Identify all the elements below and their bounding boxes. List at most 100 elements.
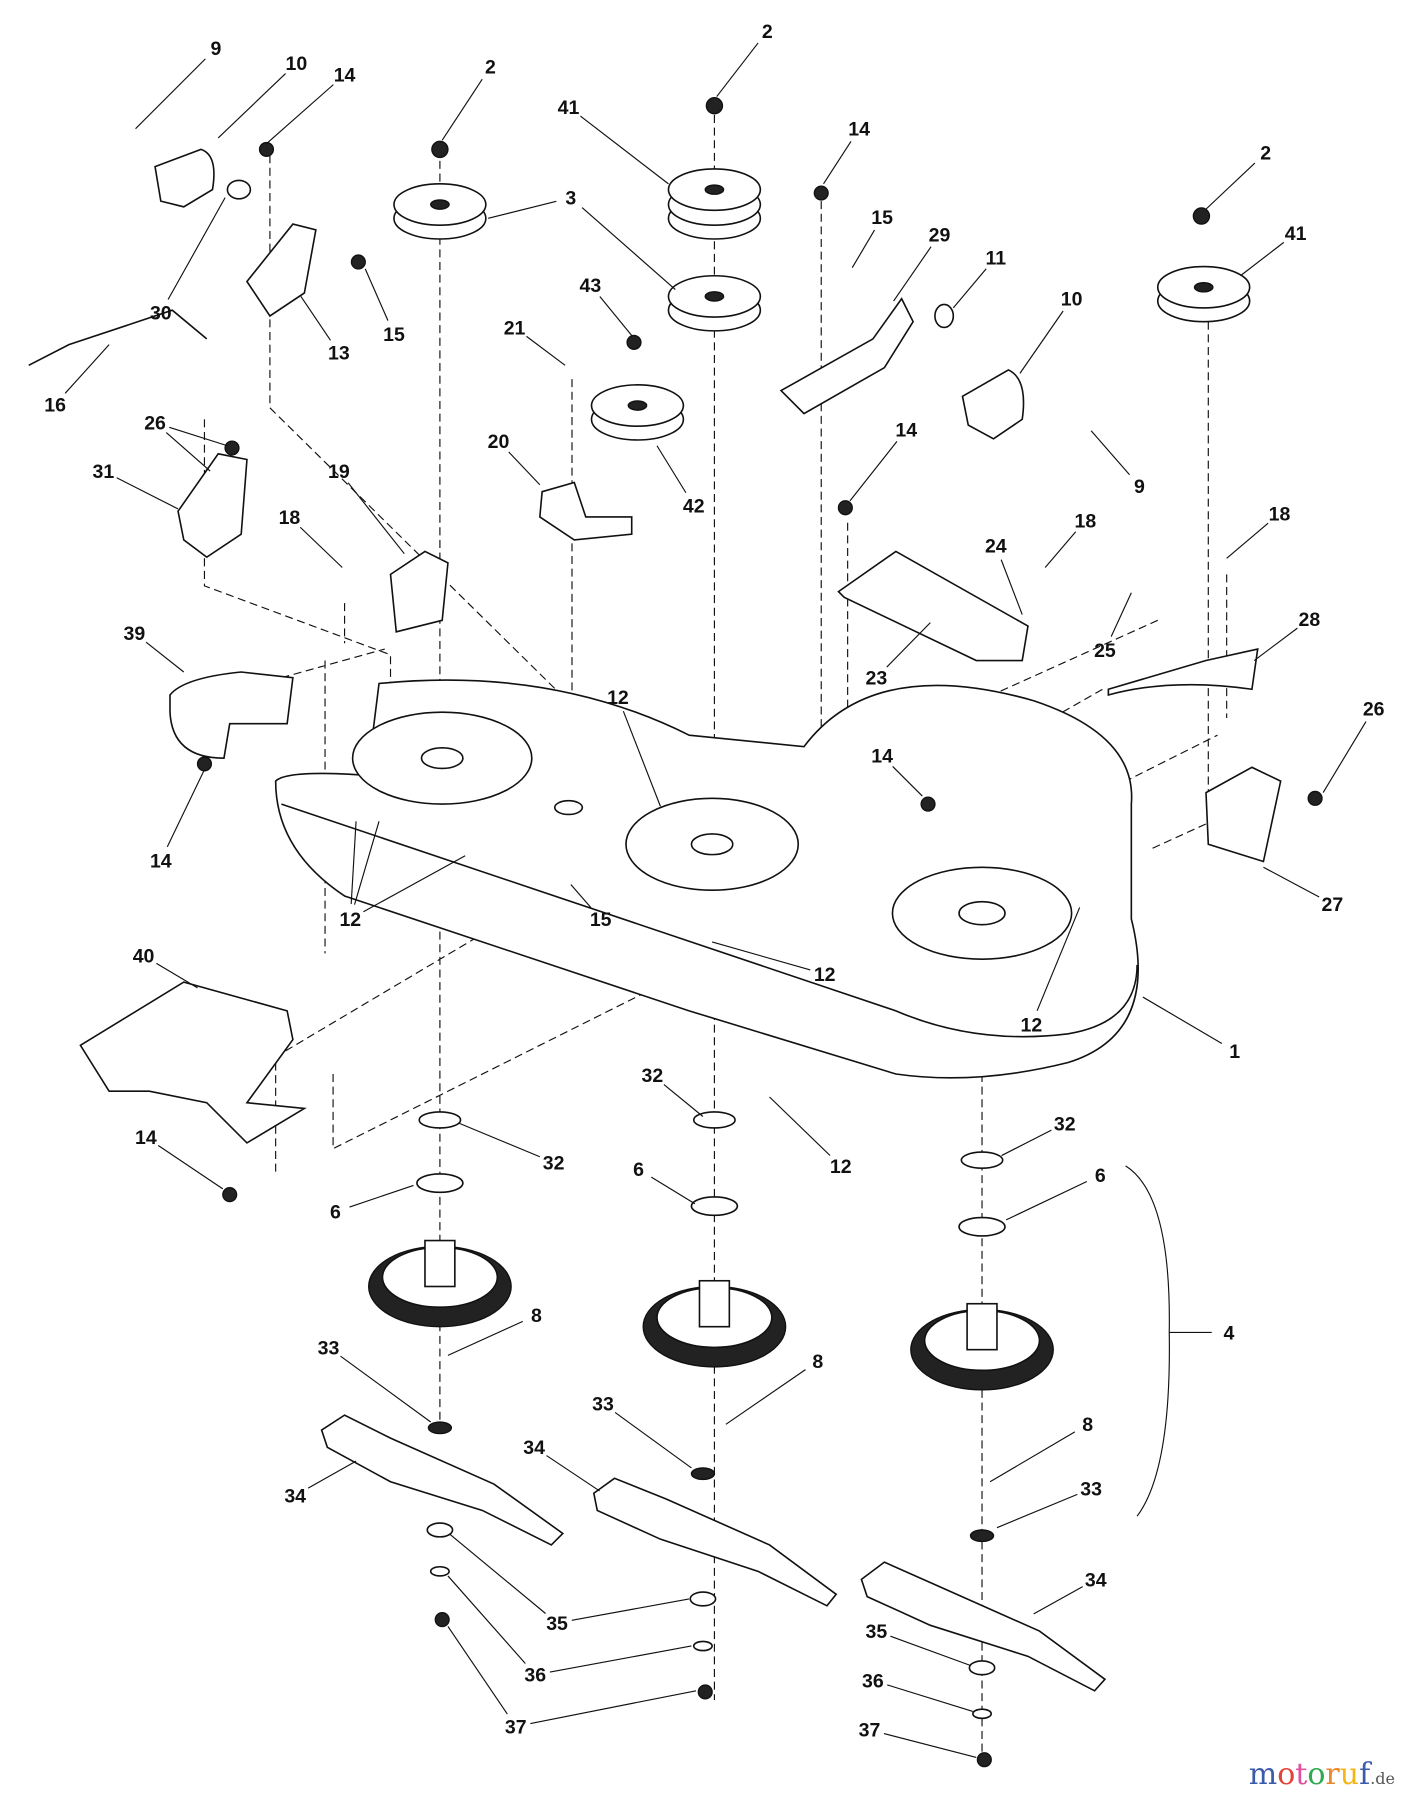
callout-36: 36 — [862, 1670, 884, 1692]
parts-drawings — [28, 97, 1323, 1768]
leader-line — [145, 641, 185, 673]
leader-line — [1000, 559, 1023, 615]
leader-line — [1110, 592, 1132, 637]
callout-32: 32 — [543, 1152, 565, 1174]
callout-6: 6 — [1095, 1165, 1106, 1187]
pulley-3-middle — [667, 274, 762, 332]
callout-8: 8 — [531, 1305, 542, 1327]
leader-line — [580, 115, 669, 185]
leader-line — [363, 855, 466, 913]
callout-34: 34 — [1085, 1569, 1107, 1591]
leader-line — [716, 42, 759, 97]
leader-line — [549, 1645, 692, 1673]
leader-line — [890, 1635, 971, 1667]
leader-line — [1019, 310, 1064, 374]
callout-42: 42 — [683, 495, 705, 517]
callout-21: 21 — [504, 317, 526, 339]
bracket-39 — [169, 671, 294, 759]
bracket-19 — [389, 550, 449, 633]
callout-18: 18 — [1269, 503, 1291, 525]
leader-line — [1001, 1129, 1052, 1157]
leader-line — [1005, 1180, 1088, 1221]
leader-line — [1142, 996, 1223, 1044]
callout-39: 39 — [124, 623, 146, 645]
leader-line — [996, 1493, 1078, 1529]
callout-18: 18 — [1075, 510, 1097, 532]
leader-line — [299, 526, 343, 568]
leader-line — [614, 1411, 692, 1469]
leader-line — [1205, 162, 1256, 210]
spring-16 — [28, 309, 208, 367]
leader-line — [581, 207, 676, 290]
callout-2: 2 — [1260, 143, 1271, 165]
callout-6: 6 — [633, 1159, 644, 1181]
callout-31: 31 — [93, 461, 115, 483]
leader-line — [347, 482, 405, 555]
leader-line — [165, 432, 211, 472]
leader-line — [989, 1431, 1076, 1483]
callout-2: 2 — [485, 57, 496, 79]
callout-27: 27 — [1321, 894, 1343, 916]
callout-14: 14 — [848, 119, 870, 141]
callout-35: 35 — [866, 1621, 888, 1643]
leader-line — [135, 58, 206, 130]
callout-15: 15 — [871, 207, 893, 229]
callout-37: 37 — [505, 1716, 527, 1738]
callout-33: 33 — [592, 1394, 614, 1416]
leader-line — [570, 884, 592, 909]
callout-3: 3 — [565, 188, 576, 210]
leader-line — [459, 1122, 541, 1158]
callout-13: 13 — [328, 343, 350, 365]
leader-line — [892, 766, 923, 797]
leader-line — [157, 1145, 224, 1190]
callout-33: 33 — [318, 1337, 340, 1359]
leader-line — [167, 197, 226, 300]
leader-line — [488, 200, 557, 219]
leader-line — [1240, 241, 1285, 277]
washers-nuts — [426, 1421, 996, 1768]
watermark-logo: motoruf.de — [1249, 1757, 1395, 1792]
leader-line — [599, 296, 633, 336]
leader-line — [656, 445, 687, 494]
leader-line — [546, 1455, 600, 1492]
callout-15: 15 — [590, 909, 612, 931]
leader-line — [849, 441, 898, 502]
callout-12: 12 — [814, 964, 836, 986]
leader-line — [1090, 430, 1130, 476]
leader-line — [217, 73, 286, 139]
callout-35: 35 — [546, 1613, 568, 1635]
leader-line — [441, 78, 483, 141]
leader-line — [1036, 907, 1081, 1012]
callout-33: 33 — [1080, 1479, 1102, 1501]
callout-28: 28 — [1299, 609, 1321, 631]
pulley-41-right — [1156, 265, 1251, 323]
callout-14: 14 — [895, 420, 917, 442]
leader-line — [364, 268, 389, 321]
callout-34: 34 — [284, 1485, 306, 1507]
bracket-31 — [177, 452, 248, 559]
leader-line — [156, 962, 198, 989]
callout-8: 8 — [812, 1351, 823, 1373]
callout-18: 18 — [279, 507, 301, 529]
callout-11: 11 — [985, 247, 1006, 269]
leader-line — [447, 1320, 524, 1356]
callout-15: 15 — [383, 324, 405, 346]
leader-line — [1044, 531, 1077, 568]
plate-23 — [837, 550, 1029, 662]
leader-line — [887, 1684, 974, 1713]
callout-1: 1 — [1229, 1041, 1240, 1063]
callout-12: 12 — [1021, 1015, 1043, 1037]
callout-8: 8 — [1082, 1414, 1093, 1436]
callout-10: 10 — [1061, 289, 1083, 311]
leader-line — [449, 1534, 546, 1614]
callout-6: 6 — [330, 1202, 341, 1224]
leader-line — [1033, 1586, 1083, 1615]
callout-9: 9 — [211, 38, 222, 60]
leader-line — [300, 296, 331, 341]
callout-25: 25 — [1094, 640, 1116, 662]
callout-41: 41 — [558, 97, 580, 119]
callout-32: 32 — [1054, 1113, 1076, 1135]
spindle-assemblies — [368, 1111, 1054, 1391]
leader-line — [893, 246, 932, 302]
